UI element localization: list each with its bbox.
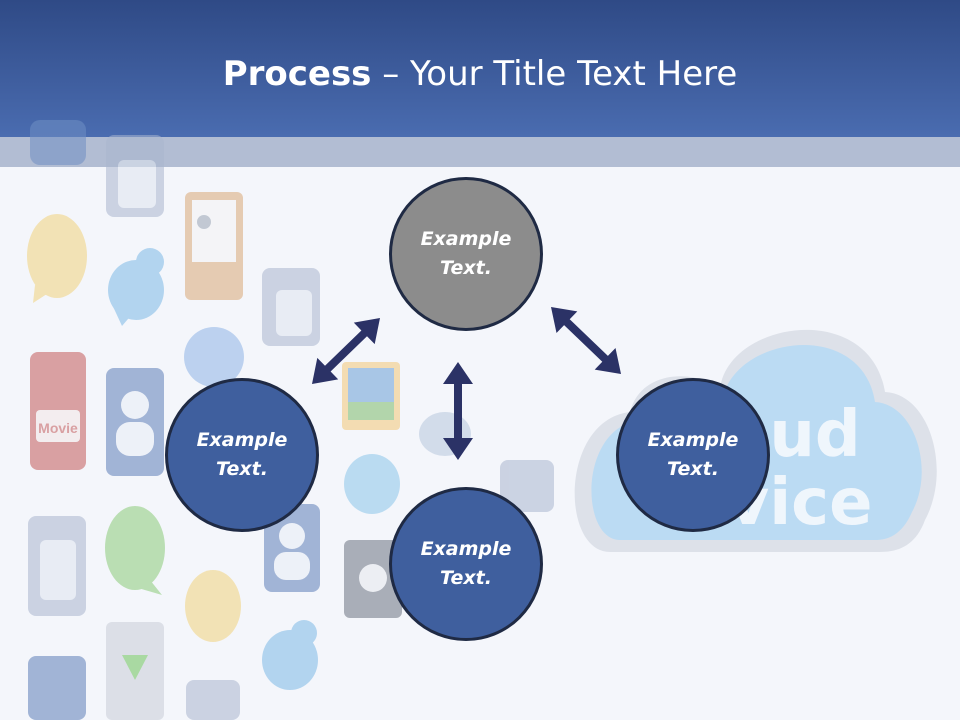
arrow-top-bottom bbox=[443, 362, 473, 460]
thumbs-up-icon bbox=[500, 460, 554, 512]
user-icon bbox=[28, 656, 86, 720]
thumbs-up-icon bbox=[262, 268, 320, 346]
node-left-text: Example Text. bbox=[196, 429, 288, 480]
thumbs-up-icon bbox=[106, 135, 164, 217]
document-icon bbox=[185, 192, 243, 300]
bird-icon bbox=[262, 620, 318, 690]
node-left: Example Text. bbox=[165, 378, 319, 532]
slide-title-rest: – Your Title Text Here bbox=[371, 54, 738, 94]
bird-icon bbox=[108, 248, 164, 326]
thumbs-up-icon bbox=[28, 516, 86, 616]
speech-bubble-icon bbox=[27, 214, 87, 303]
movie-label: Movie bbox=[38, 420, 78, 436]
node-right-text: Example Text. bbox=[647, 429, 739, 480]
speech-bubble-icon bbox=[184, 327, 244, 387]
node-bottom-text: Example Text. bbox=[420, 538, 512, 589]
slide-title-bold: Process bbox=[222, 54, 372, 94]
title-bar bbox=[0, 0, 960, 137]
movie-icon: Movie bbox=[30, 352, 86, 470]
node-bottom: Example Text. bbox=[389, 487, 543, 641]
slide-title: Process – Your Title Text Here bbox=[0, 52, 960, 96]
download-icon bbox=[106, 622, 164, 720]
speech-bubble-icon bbox=[185, 570, 241, 642]
speech-bubble-icon bbox=[30, 120, 86, 165]
user-icon bbox=[264, 504, 320, 592]
thumbs-up-icon bbox=[186, 680, 240, 720]
arrow-top-right bbox=[551, 307, 621, 374]
movie-icon bbox=[344, 540, 402, 618]
cloud-text-1: ud bbox=[769, 398, 860, 472]
user-icon bbox=[106, 368, 164, 476]
speech-bubble-icon bbox=[105, 506, 165, 595]
speech-bubble-icon bbox=[344, 454, 400, 514]
node-right: Example Text. bbox=[616, 378, 770, 532]
node-top-text: Example Text. bbox=[420, 228, 512, 279]
photo-icon bbox=[342, 362, 400, 430]
arrow-top-left bbox=[312, 318, 380, 384]
node-top: Example Text. bbox=[389, 177, 543, 331]
